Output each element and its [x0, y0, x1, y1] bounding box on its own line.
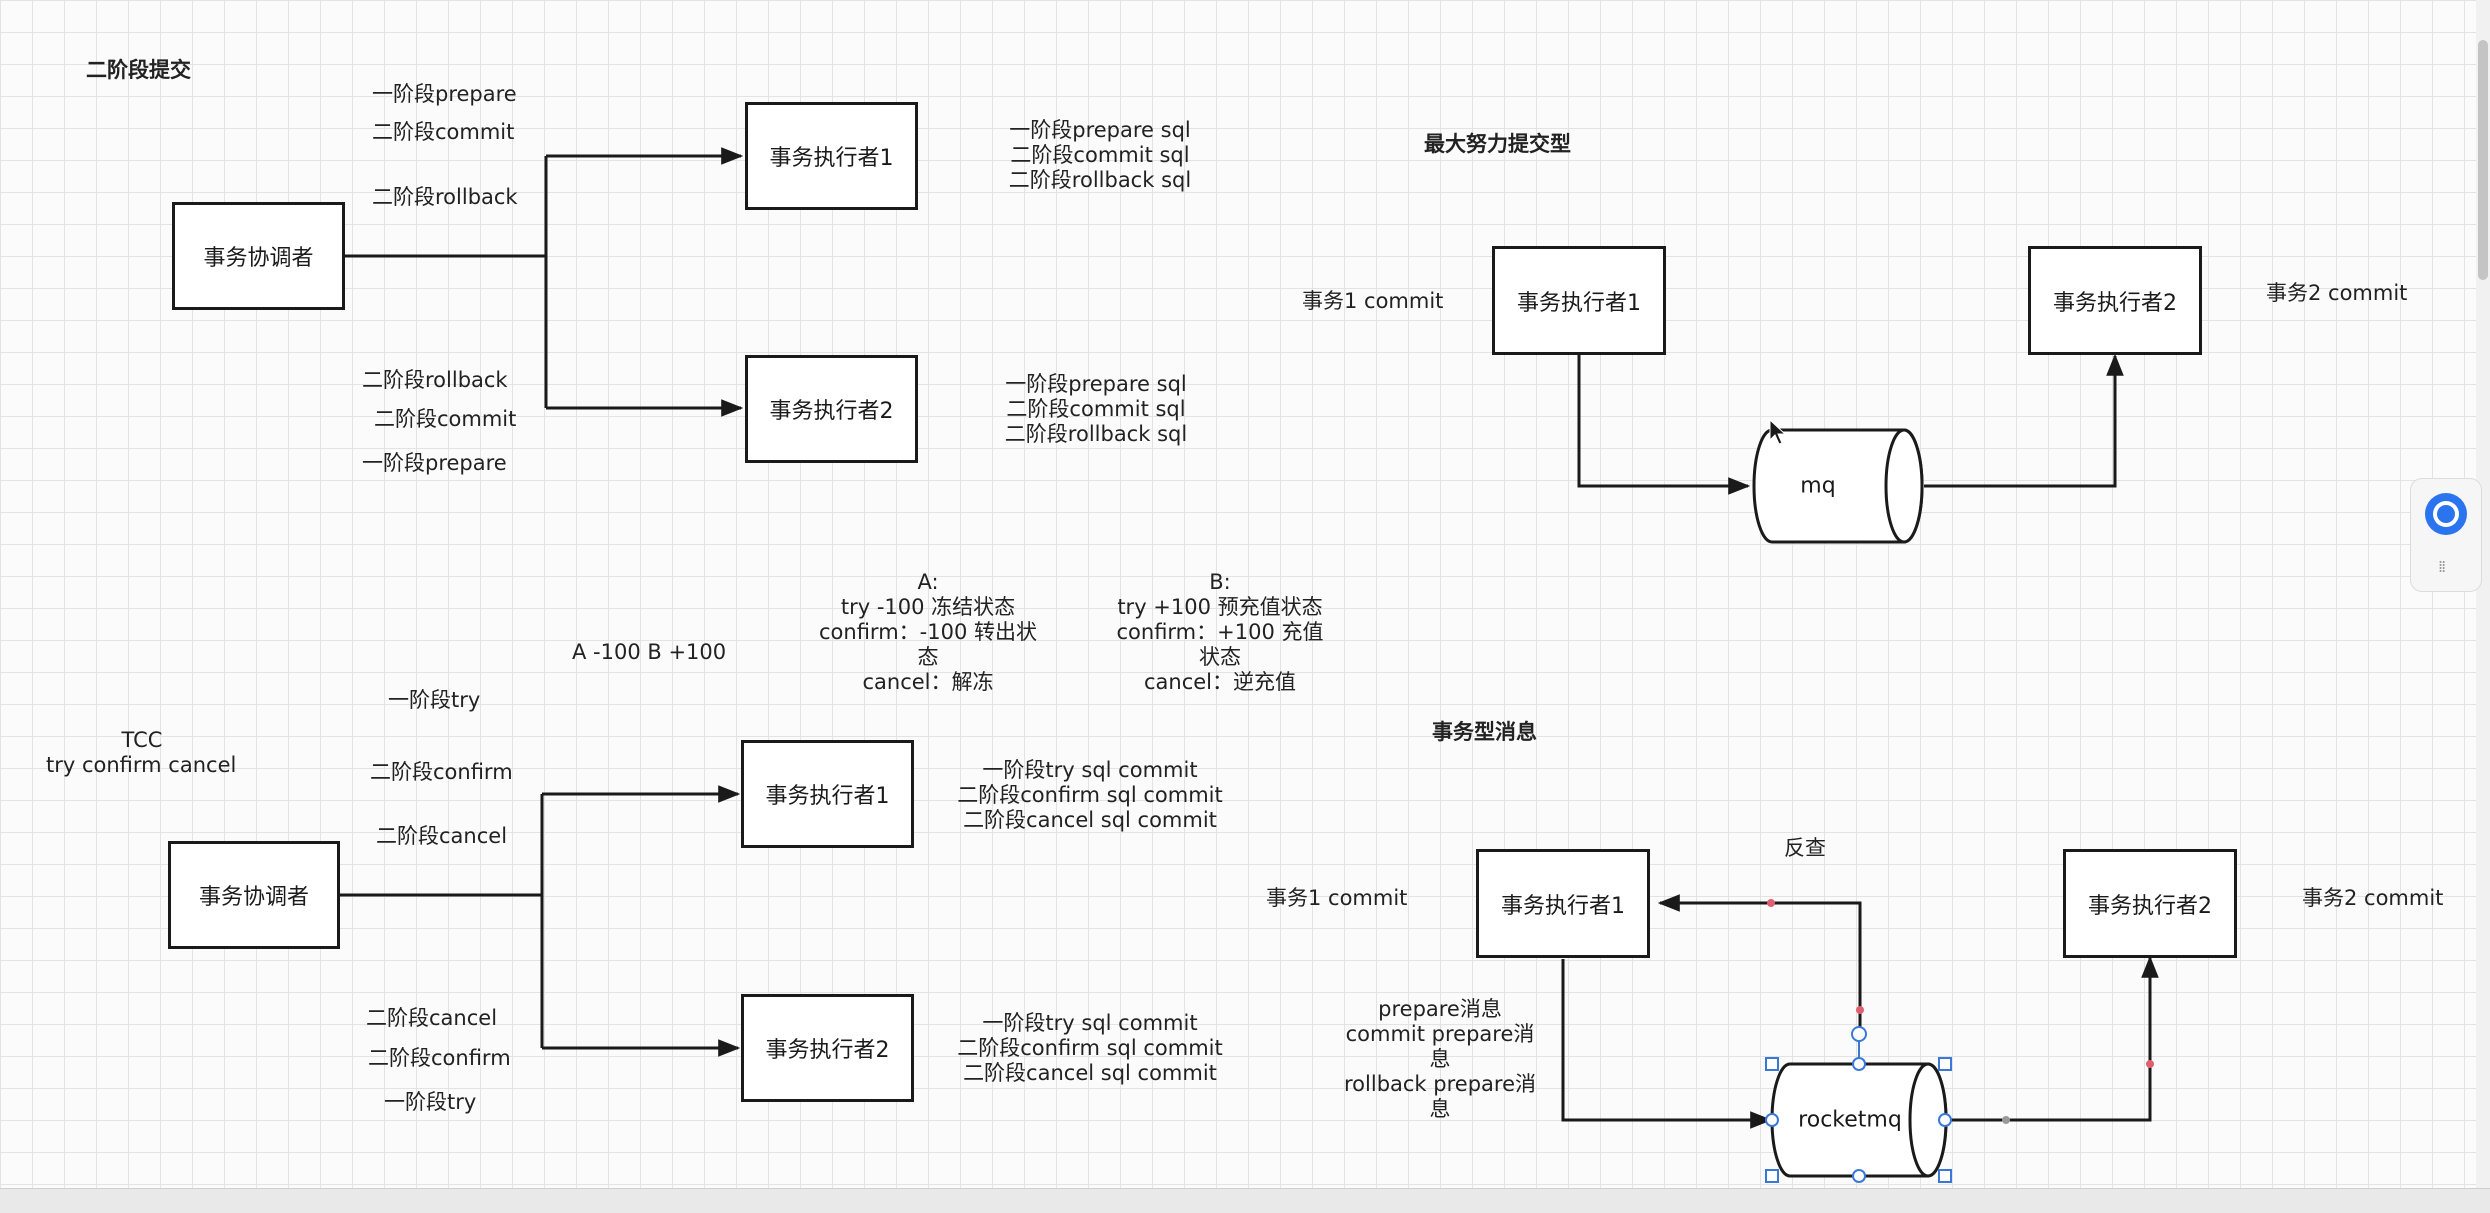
two-phase-upper-label: 二阶段rollback	[372, 185, 518, 209]
tcc-lower-label: 一阶段try	[384, 1090, 477, 1114]
tcc-executor1-sql: 一阶段try sql commit	[982, 758, 1198, 782]
connector-executor1-to-rocketmq	[1561, 959, 1773, 1129]
section-title-tcc: TCC	[121, 728, 163, 752]
check-back-label: 反查	[1784, 836, 1826, 860]
connector-mq-to-executor2	[1924, 353, 2124, 488]
tcc-connectors	[340, 785, 741, 1057]
tcc-executor2-sql: 二阶段cancel sql commit	[963, 1061, 1217, 1085]
connector-rocketmq-to-executor2	[1945, 955, 2159, 1122]
tcc-account-b-note: confirm：+100 充值	[1116, 620, 1324, 644]
bottom-status-bar	[0, 1188, 2490, 1213]
rocketmq-cylinder[interactable]	[1770, 1062, 1948, 1178]
tcc-executor1-sql: 二阶段confirm sql commit	[957, 783, 1223, 807]
tcc-account-b-note: try +100 预充值状态	[1117, 595, 1323, 619]
chat-assistant-icon[interactable]	[2425, 493, 2467, 535]
transactional-msg-message-note: rollback prepare消	[1344, 1072, 1536, 1096]
tcc-account-a-note: A:	[917, 570, 939, 594]
two-phase-executor2-sql: 二阶段rollback sql	[1004, 422, 1188, 446]
tcc-account-a-note: cancel：解冻	[862, 670, 994, 694]
two-phase-executor2-box[interactable]: 事务执行者2	[745, 355, 918, 463]
two-phase-executor1-sql: 二阶段rollback sql	[1008, 168, 1192, 192]
tcc-upper-label: 一阶段try	[388, 688, 481, 712]
two-phase-coordinator-box[interactable]: 事务协调者	[172, 202, 345, 310]
diagram-canvas[interactable]	[0, 0, 2490, 1188]
connector-layer	[340, 147, 2159, 1183]
two-phase-lower-label: 二阶段commit	[374, 407, 517, 431]
assistant-widget[interactable]: ⁞⁞	[2410, 478, 2482, 592]
tcc-account-b-note: cancel：逆充值	[1143, 670, 1297, 694]
section-title-transactional-message: 事务型消息	[1432, 720, 1537, 744]
tcc-executor2-sql: 二阶段confirm sql commit	[957, 1036, 1223, 1060]
tcc-account-b-note: 状态	[1199, 645, 1241, 669]
transactional-msg-message-note: commit prepare消	[1345, 1022, 1535, 1046]
tcc-upper-label: 二阶段confirm	[370, 760, 513, 784]
tcc-upper-label: 二阶段cancel	[376, 824, 508, 848]
best-effort-executor2-box[interactable]: 事务执行者2	[2028, 246, 2202, 355]
tcc-coordinator-box[interactable]: 事务协调者	[168, 841, 340, 949]
waypoint-dots	[1767, 899, 2154, 1124]
mq-cylinder[interactable]	[1752, 428, 1924, 544]
best-effort-tx2-label: 事务2 commit	[2266, 281, 2408, 305]
transactional-msg-message-note: 息	[1429, 1047, 1451, 1071]
tcc-account-b-note: B:	[1209, 570, 1231, 594]
tcc-executor1-box[interactable]: 事务执行者1	[741, 740, 914, 848]
transactional-msg-tx1-label: 事务1 commit	[1266, 886, 1408, 910]
scrollbar-thumb[interactable]	[2478, 40, 2488, 280]
section-title-best-effort: 最大努力提交型	[1424, 132, 1571, 156]
tcc-lower-label: 二阶段cancel	[366, 1006, 498, 1030]
tcc-executor1-sql: 二阶段cancel sql commit	[963, 808, 1217, 832]
selection-handles[interactable]	[1765, 1026, 1952, 1183]
section-title-tcc-subtitle: try confirm cancel	[46, 753, 237, 777]
two-phase-executor2-sql: 一阶段prepare sql	[1005, 372, 1187, 396]
tcc-account-a-note: confirm：-100 转出状	[819, 620, 1037, 644]
mouse-cursor-icon	[1769, 418, 1787, 445]
rocketmq-label: rocketmq	[1798, 1107, 1902, 1133]
two-phase-lower-label: 一阶段prepare	[362, 451, 507, 475]
transactional-msg-executor1-box[interactable]: 事务执行者1	[1476, 849, 1650, 958]
best-effort-connectors	[1577, 353, 2124, 495]
connector-check-back	[1657, 894, 1862, 1034]
tcc-lower-label: 二阶段confirm	[368, 1046, 511, 1070]
tcc-executor2-sql: 一阶段try sql commit	[982, 1011, 1198, 1035]
best-effort-tx1-label: 事务1 commit	[1302, 289, 1444, 313]
tcc-account-a-note: try -100 冻结状态	[840, 595, 1016, 619]
drag-grip-icon[interactable]: ⁞⁞	[2438, 557, 2446, 576]
transactional-msg-message-note: 息	[1429, 1097, 1451, 1121]
section-title-two-phase-commit: 二阶段提交	[86, 58, 191, 82]
transactional-msg-executor2-box[interactable]: 事务执行者2	[2063, 849, 2237, 958]
two-phase-executor1-box[interactable]: 事务执行者1	[745, 102, 918, 210]
transactional-msg-tx2-label: 事务2 commit	[2302, 886, 2444, 910]
two-phase-executor1-sql: 二阶段commit sql	[1010, 143, 1190, 167]
tcc-account-a-note: 态	[917, 645, 939, 669]
two-phase-upper-label: 一阶段prepare	[372, 82, 517, 106]
transactional-msg-connectors	[1561, 894, 2159, 1129]
mq-label: mq	[1800, 473, 1836, 499]
two-phase-connectors	[345, 147, 744, 417]
transactional-msg-message-note: prepare消息	[1378, 997, 1502, 1021]
two-phase-upper-label: 二阶段commit	[372, 120, 515, 144]
tcc-executor2-box[interactable]: 事务执行者2	[741, 994, 914, 1102]
two-phase-executor2-sql: 二阶段commit sql	[1006, 397, 1186, 421]
tcc-transfer-note: A -100 B +100	[572, 640, 727, 664]
vertical-scrollbar[interactable]	[2476, 0, 2490, 1188]
best-effort-executor1-box[interactable]: 事务执行者1	[1492, 246, 1666, 355]
connector-executor1-to-mq	[1577, 355, 1751, 495]
two-phase-executor1-sql: 一阶段prepare sql	[1009, 118, 1191, 142]
two-phase-lower-label: 二阶段rollback	[362, 368, 508, 392]
